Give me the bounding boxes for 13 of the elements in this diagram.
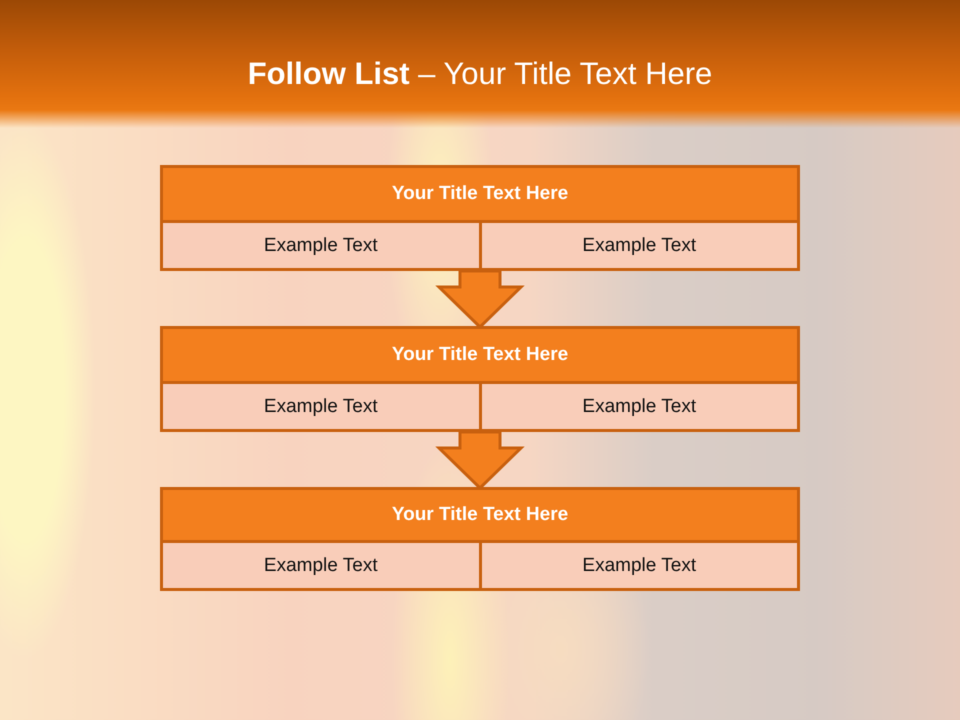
slide-title: Follow List – Your Title Text Here [248, 55, 712, 93]
list-block [160, 326, 800, 432]
block-title: Your Title Text Here [163, 490, 797, 543]
block-title: Your Title Text Here [163, 168, 797, 223]
text-cell: Example Text [478, 543, 797, 588]
list-block [160, 165, 800, 271]
text-cell: Example Text [163, 543, 478, 588]
text-cell: Example Text [163, 223, 478, 268]
text-cell: Example Text [478, 223, 797, 268]
list-block [160, 487, 800, 591]
text-cell: Example Text [478, 384, 797, 429]
text-cell: Example Text [163, 384, 478, 429]
block-title: Your Title Text Here [163, 329, 797, 384]
